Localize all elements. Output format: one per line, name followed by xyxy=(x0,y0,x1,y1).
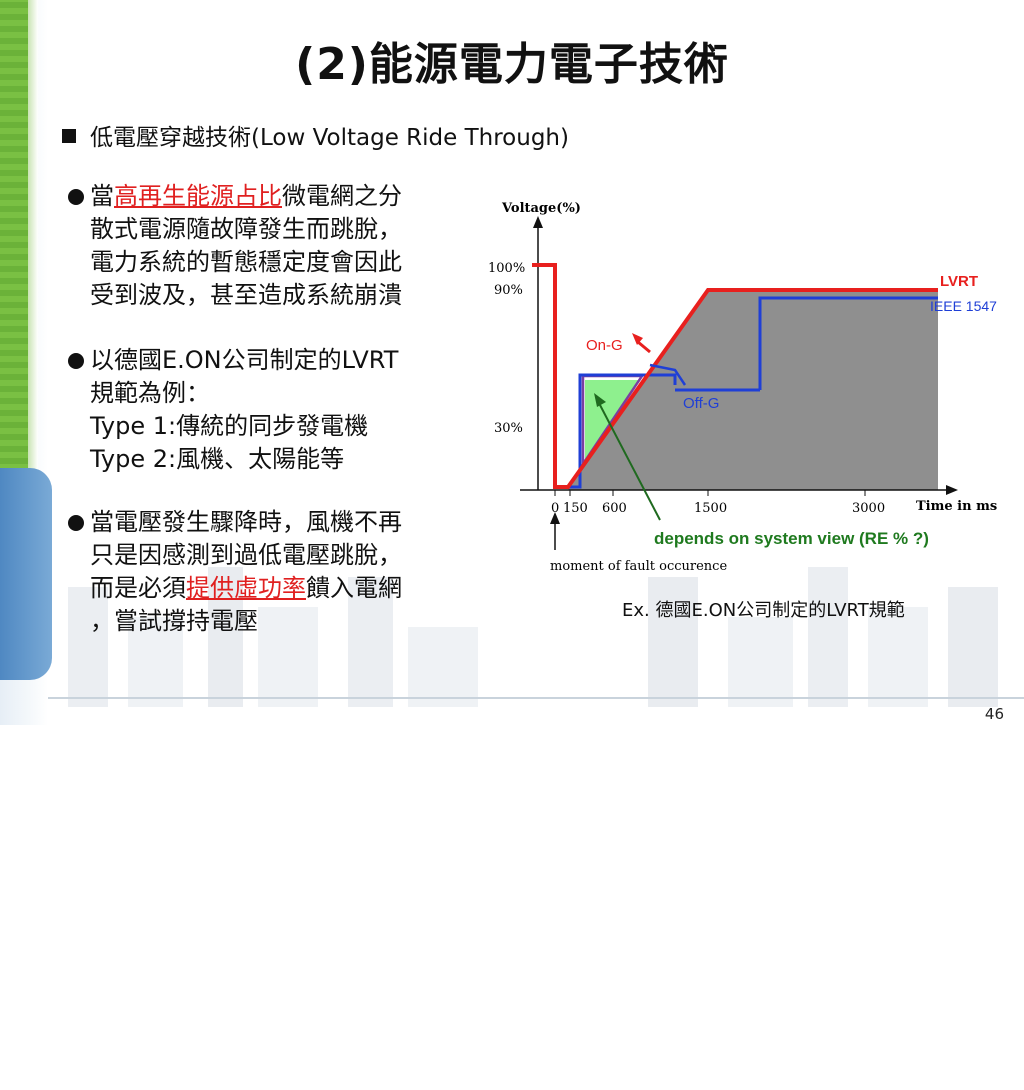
page-number: 46 xyxy=(984,705,1004,723)
footer-divider xyxy=(48,697,1024,699)
bullet-3: 當電壓發生驟降時，風機不再 只是因感測到過低電壓跳脫， 而是必須提供虛功率饋入電… xyxy=(68,506,478,638)
x-tick-0: 0 xyxy=(551,501,559,516)
lvrt-curve xyxy=(532,263,938,489)
highlight-text: 高再生能源占比 xyxy=(114,182,282,210)
side-tab-label: 核能研究所 xyxy=(25,980,45,1090)
lvrt-diagram: Voltage(%) 100% 90% 30% 0 150 600 1500 3… xyxy=(488,201,997,574)
fault-arrowhead-icon xyxy=(550,512,560,524)
highlight-text: 提供虛功率 xyxy=(186,574,306,602)
x-tick-1500: 1500 xyxy=(694,501,727,516)
x-tick-600: 600 xyxy=(602,501,627,516)
city-skyline-background xyxy=(48,547,1024,707)
bullet-dot-icon xyxy=(68,189,84,205)
x-tick-3000: 3000 xyxy=(852,501,885,516)
off-g-arrow xyxy=(649,363,687,386)
fault-label: moment of fault occurence xyxy=(550,559,727,574)
ieee-1547-curve-upper xyxy=(758,296,938,390)
note-label: depends on system view (RE % ?) xyxy=(654,529,929,548)
bullet-dot-icon xyxy=(68,353,84,369)
y-tick-30: 30% xyxy=(494,421,523,436)
note-arrowhead-icon xyxy=(594,393,606,407)
on-g-arrowhead-icon xyxy=(632,333,643,345)
x-axis-label: Time in ms xyxy=(916,499,997,514)
bullet-3-text: 當電壓發生驟降時，風機不再 只是因感測到過低電壓跳脫， 而是必須提供虛功率饋入電… xyxy=(90,508,402,635)
note-pointer-arrow xyxy=(599,404,661,521)
diagram-caption: Ex. 德國E.ON公司制定的LVRT規範 xyxy=(622,600,905,621)
on-g-arrow xyxy=(637,340,651,354)
y-tick-100: 100% xyxy=(488,261,525,276)
off-g-label: Off-G xyxy=(683,395,719,412)
y-tick-90: 90% xyxy=(494,283,523,298)
y-axis-arrow-icon xyxy=(533,216,543,228)
slide-title: (2)能源電力電子技術 xyxy=(295,39,729,90)
y-axis-label: Voltage(%) xyxy=(501,201,581,216)
x-tick-150: 150 xyxy=(563,501,588,516)
ieee-label: IEEE 1547 xyxy=(930,298,997,314)
x-axis-arrow-icon xyxy=(946,485,958,495)
bullet-2: 以德國E.ON公司制定的LVRT 規範為例： Type 1:傳統的同步發電機 T… xyxy=(68,344,478,476)
bullet-2-text: 以德國E.ON公司制定的LVRT 規範為例： Type 1:傳統的同步發電機 T… xyxy=(90,346,399,473)
bullet-dot-icon xyxy=(68,515,84,531)
side-tab: 核能研究所 xyxy=(0,468,52,1090)
lvrt-label: LVRT xyxy=(940,273,978,290)
green-decor-band xyxy=(0,0,38,470)
on-g-label: On-G xyxy=(586,337,623,354)
bullet-1-text: 當高再生能源占比微電網之分 散式電源隨故障發生而跳脫， 電力系統的暫態穩定度會因… xyxy=(90,182,402,309)
square-bullet-icon xyxy=(62,129,76,143)
subheading-text: 低電壓穿越技術(Low Voltage Ride Through) xyxy=(90,125,569,151)
subheading: 低電壓穿越技術(Low Voltage Ride Through) xyxy=(62,118,569,152)
bullet-1: 當高再生能源占比微電網之分 散式電源隨故障發生而跳脫， 電力系統的暫態穩定度會因… xyxy=(68,180,478,312)
